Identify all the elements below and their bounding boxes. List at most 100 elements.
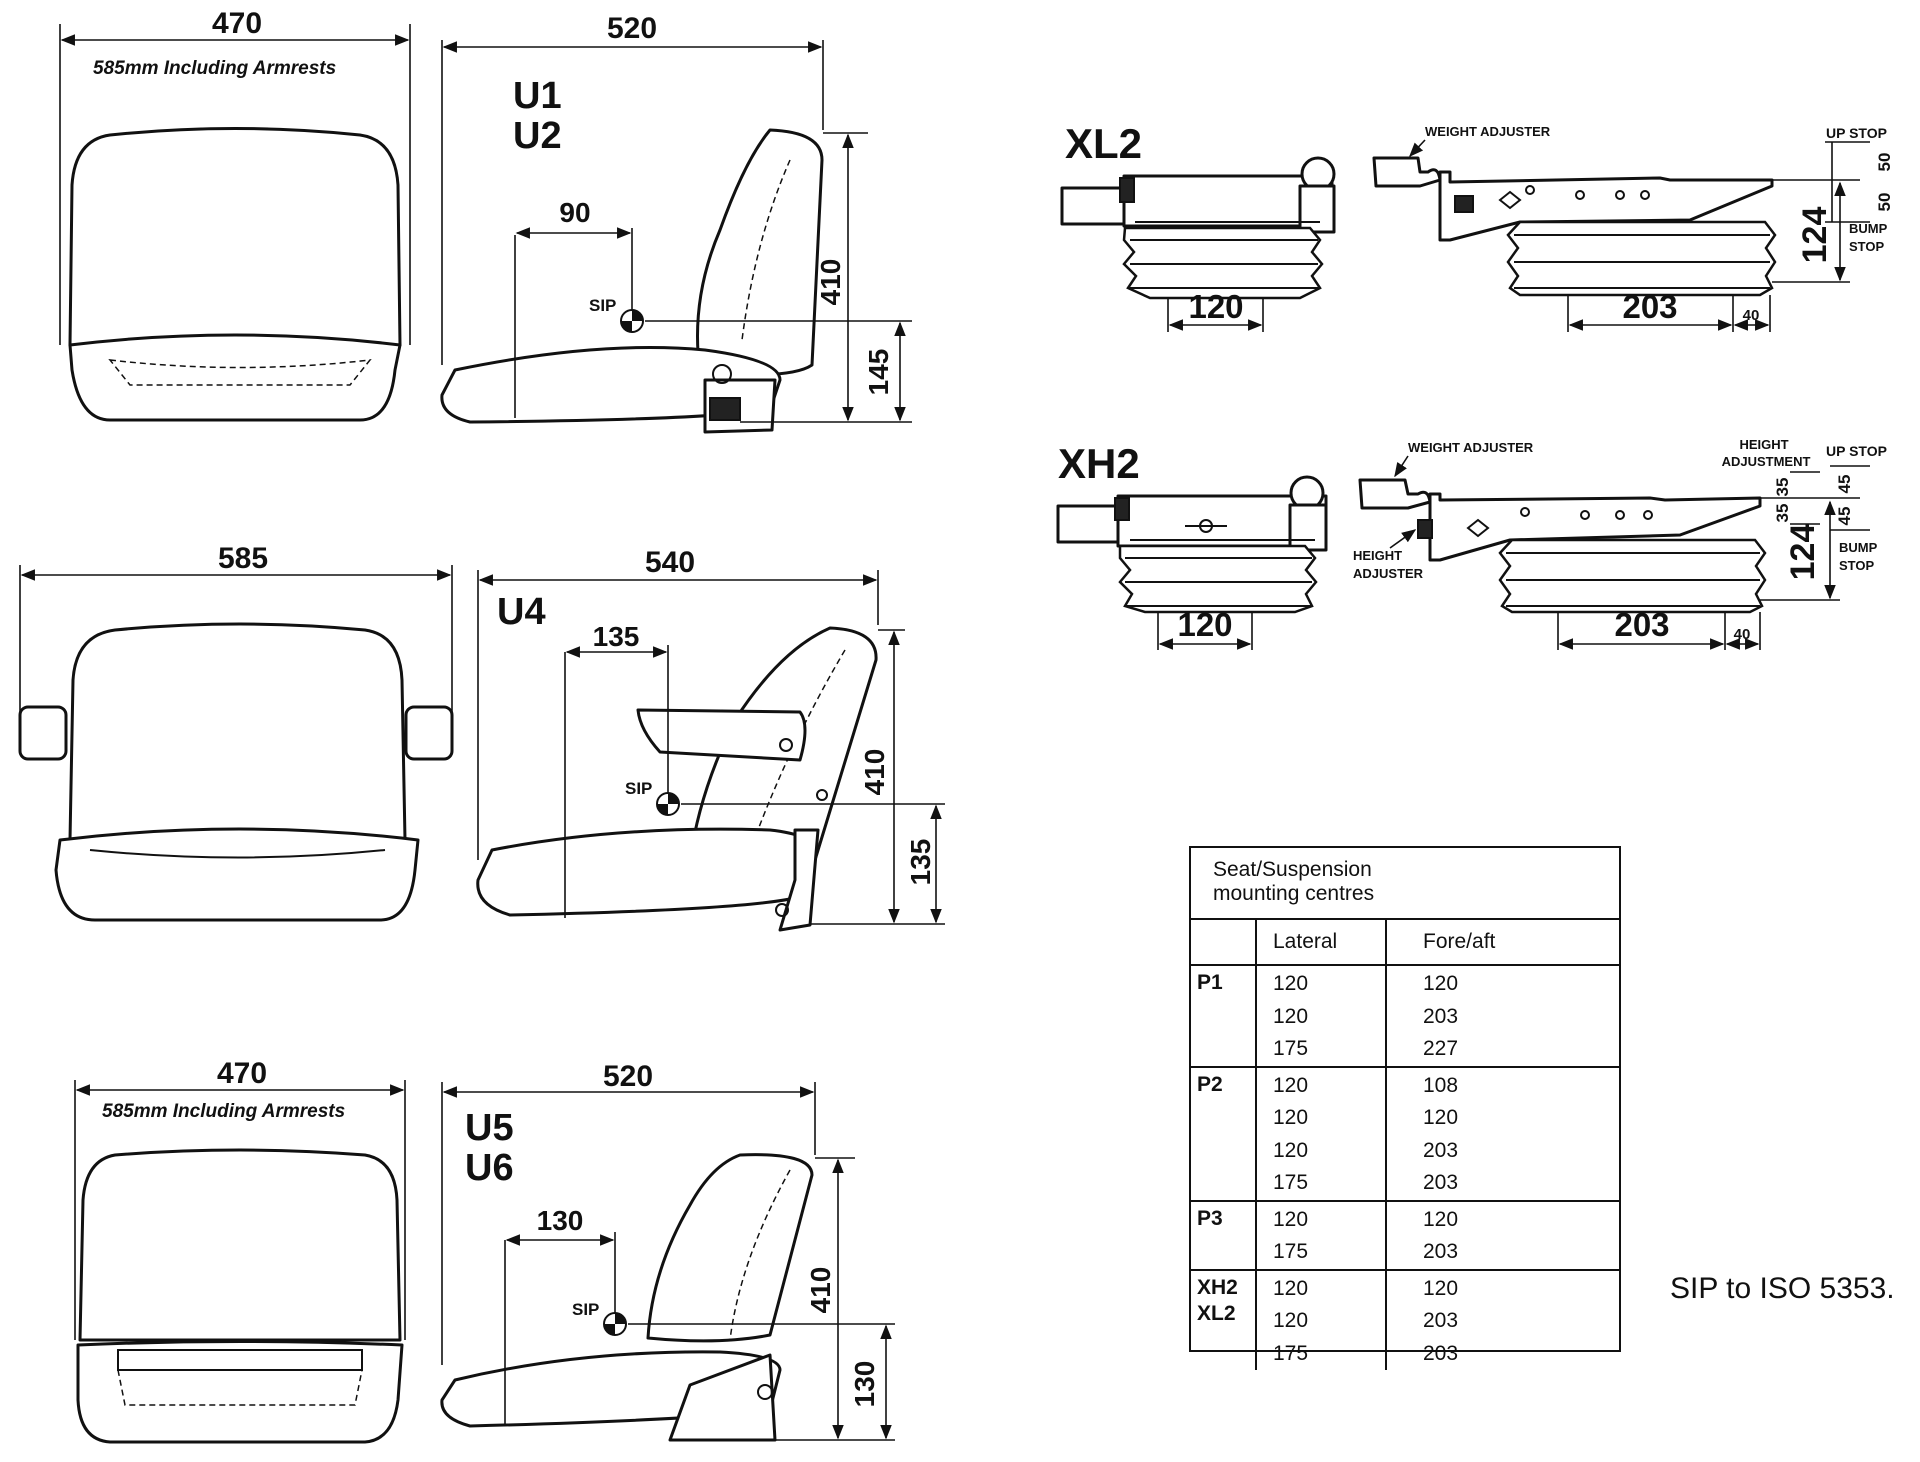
xh2-offset-label: 40 (1734, 626, 1751, 643)
u4-model-label: U4 (497, 591, 546, 633)
xl2-weight-adjuster-handle (1372, 156, 1442, 188)
xl2-offset-label: 40 (1743, 307, 1760, 324)
xh2-height-adjuster-label-1: HEIGHT (1353, 548, 1402, 563)
group-name: P2 (1197, 1072, 1223, 1096)
u56-front-view: 470 585mm Including Armrests (74, 1057, 406, 1444)
table-header-row: Lateral Fore/aft (1191, 920, 1619, 966)
u12-seat-cushion (68, 333, 402, 422)
xh2-weight-adjuster-label: WEIGHT ADJUSTER (1408, 440, 1534, 455)
xl2-bump-stop-label-2: STOP (1849, 239, 1884, 254)
u12-seat-back (68, 127, 402, 347)
u4-sip-offset-label: 135 (593, 621, 640, 652)
group-name: P3 (1197, 1206, 1223, 1230)
group-name: XH2 (1197, 1275, 1238, 1299)
xh2-adj-up-label: 35 (1773, 478, 1792, 497)
xh2-height-adjuster-label-2: ADJUSTER (1353, 566, 1424, 581)
xl2-side-frame (1438, 170, 1774, 242)
u56-side-view: 520 U5 U6 130 SIP 410 130 (440, 1060, 895, 1442)
table-group-p3: P3 120 175 120 203 (1191, 1201, 1619, 1271)
table-group-xh2-xl2: XH2 XL2 120 120 175 120 203 203 (1191, 1270, 1619, 1370)
xh2-bump-stop-label-1: BUMP (1839, 540, 1878, 555)
u4-cushion (476, 827, 812, 917)
xh2-side-frame (1428, 492, 1762, 562)
group-name: XL2 (1197, 1301, 1236, 1325)
xl2-model-label: XL2 (1065, 120, 1142, 167)
u4-seat-cushion (54, 827, 420, 922)
u12-model-label-b: U2 (513, 115, 562, 157)
u4-sip-height-label: 135 (905, 839, 936, 886)
u12-sip-offset-label: 90 (559, 197, 590, 228)
u4-right-armrest (404, 705, 454, 761)
u4-front-view: 585 (18, 542, 454, 922)
lateral-value: 120 (1273, 1207, 1309, 1231)
u12-front-width-label: 470 (212, 7, 262, 40)
u56-front-width-label: 470 (217, 1057, 267, 1090)
xh2-adj-down-label: 35 (1773, 504, 1792, 523)
xh2-model-label: XH2 (1058, 440, 1140, 487)
xh2-height-label: 124 (1784, 524, 1822, 581)
lateral-value: 120 (1273, 1106, 1309, 1129)
u4-front-width-label: 585 (218, 542, 268, 575)
xh2-fore-aft-label: 203 (1614, 606, 1669, 643)
lateral-value: 120 (1273, 972, 1309, 995)
u56-sip-height-label: 130 (849, 1361, 880, 1408)
u12-back-height-label: 410 (815, 259, 846, 306)
lateral-value: 175 (1273, 1037, 1309, 1060)
u4-sip-label: SIP (625, 779, 652, 798)
xh2-height-adjustment-label-2: ADJUSTMENT (1722, 454, 1811, 469)
xl2-up-stop-label: UP STOP (1826, 125, 1887, 141)
xh2-suspension: XH2 120 WEIGHT ADJUSTER HEIGHT ADJUSTER (1056, 437, 1887, 650)
xl2-end-handle (1060, 186, 1126, 226)
xh2-weight-adjuster-handle (1358, 478, 1432, 510)
lateral-value: 120 (1273, 1073, 1309, 1097)
fore-aft-value: 203 (1423, 1171, 1459, 1194)
lateral-value: 175 (1273, 1341, 1309, 1365)
u4-armrest (636, 708, 807, 762)
lateral-value: 175 (1273, 1171, 1309, 1194)
table-title: Seat/Suspension mounting centres (1191, 848, 1619, 920)
u12-sip-label: SIP (589, 296, 616, 315)
xh2-height-adjustment-label-1: HEIGHT (1739, 437, 1788, 452)
sip-standard-note: SIP to ISO 5353. (1670, 1272, 1895, 1305)
lateral-value: 120 (1273, 1004, 1309, 1028)
xl2-stroke-down-label: 50 (1875, 193, 1894, 212)
table-header-model (1191, 920, 1257, 964)
mounting-centres-table: Seat/Suspension mounting centres Lateral… (1189, 846, 1621, 1370)
u12-model-label-a: U1 (513, 75, 562, 117)
u56-seat-back (78, 1148, 402, 1342)
u4-side-view: 540 U4 135 SIP 410 135 (476, 546, 945, 932)
table-title-line-2: mounting centres (1213, 882, 1375, 905)
xh2-side-bellows (1498, 538, 1767, 614)
fore-aft-value: 120 (1423, 1276, 1459, 1300)
lateral-value: 120 (1273, 1309, 1309, 1332)
xl2-stroke-up-label: 50 (1875, 153, 1894, 172)
xl2-bump-stop-label-1: BUMP (1849, 221, 1888, 236)
fore-aft-value: 203 (1423, 1309, 1459, 1332)
u56-sip-offset-label: 130 (537, 1205, 584, 1236)
xh2-bump-stop-label-2: STOP (1839, 558, 1874, 573)
fore-aft-value: 120 (1423, 1106, 1459, 1129)
fore-aft-value: 120 (1423, 1207, 1459, 1231)
u4-depth-label: 540 (645, 546, 695, 579)
u56-sip-label: SIP (572, 1300, 599, 1319)
u56-backrest (646, 1153, 814, 1343)
table-header-fore-aft: Fore/aft (1423, 930, 1496, 953)
xh2-stroke-up-label: 45 (1835, 475, 1854, 494)
xh2-end-handle (1056, 504, 1122, 544)
fore-aft-value: 203 (1423, 1004, 1459, 1028)
u12-armrest-note: 585mm Including Armrests (93, 58, 336, 79)
xh2-lateral-label: 120 (1177, 606, 1232, 643)
u56-model-label-b: U6 (465, 1147, 514, 1189)
table-group-p1: P1 120 120 175 120 203 227 (1191, 966, 1619, 1068)
xl2-height-label: 124 (1796, 207, 1834, 264)
u12-side-view: 520 U1 U2 90 SIP 410 145 (440, 12, 912, 434)
u56-model-label-a: U5 (465, 1107, 514, 1149)
u4-left-armrest (18, 705, 68, 761)
xh2-stroke-down-label: 45 (1835, 507, 1854, 526)
fore-aft-value: 203 (1423, 1240, 1459, 1263)
xl2-side-bellows (1506, 220, 1777, 297)
u12-backrest (696, 128, 824, 377)
xh2-end-bellows (1118, 544, 1318, 614)
table-header-lateral: Lateral (1257, 920, 1387, 964)
